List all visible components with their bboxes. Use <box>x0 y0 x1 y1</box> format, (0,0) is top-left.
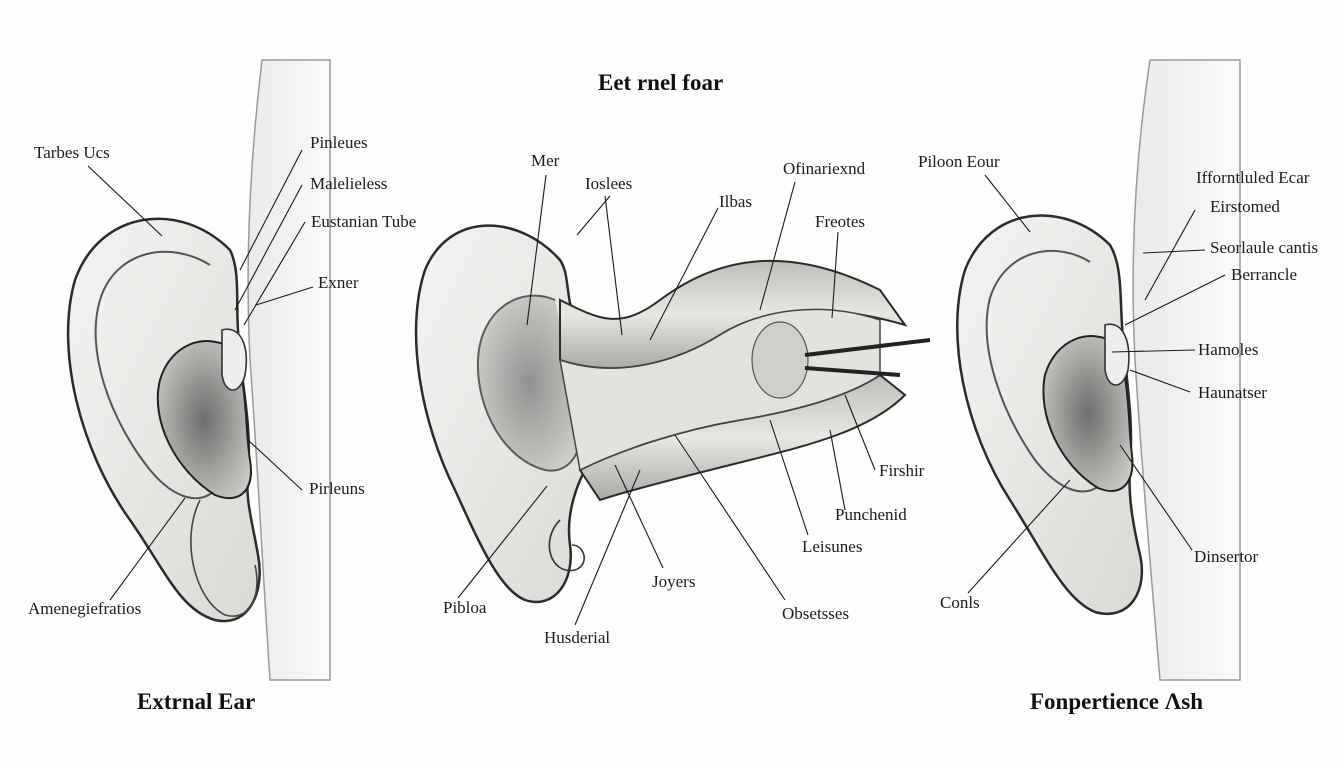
left-neck <box>247 59 331 681</box>
leader-lines <box>87 149 1226 626</box>
center-label-h: Leisunes <box>802 537 863 556</box>
right-label-d: Seorlaule cantis <box>1210 238 1319 257</box>
center-label-i: Joyers <box>652 572 696 591</box>
right-neck <box>1132 59 1241 681</box>
left-label-e: Exner <box>318 273 359 292</box>
right-label-h: Dinsertor <box>1194 547 1259 566</box>
center-label-f: Firshir <box>879 461 925 480</box>
left-lobe <box>190 499 258 617</box>
caption-left: Extrnal Ear <box>137 689 256 714</box>
left-antihelix <box>94 250 216 500</box>
center-concha <box>476 294 582 472</box>
right-tragus <box>1104 323 1130 386</box>
right-label-c: Eirstomed <box>1210 197 1280 216</box>
center-label-c: Ilbas <box>719 192 753 211</box>
right-label-a: Piloon Eour <box>918 152 1000 171</box>
right-label-f: Hamoles <box>1198 340 1259 359</box>
center-ear-drawing <box>414 224 931 604</box>
diagram-title: Eet rnel foar <box>598 70 724 95</box>
center-label-j: Obsetsses <box>782 604 850 623</box>
right-ear-drawing <box>956 59 1241 681</box>
left-label-b: Pinleues <box>310 133 368 152</box>
caption-right: Fonpertience Λsh <box>1030 689 1203 714</box>
center-lobe-spiral <box>548 519 585 572</box>
center-label-l: Pibloa <box>443 598 487 617</box>
left-label-c: Malelieless <box>310 174 388 193</box>
center-label-g: Punchenid <box>835 505 907 524</box>
right-label-e: Berrancle <box>1231 265 1298 284</box>
center-label-a: Mer <box>531 151 560 170</box>
center-probe-b <box>804 366 901 377</box>
left-label-a: Tarbes Ucs <box>34 143 110 162</box>
right-label-i: Conls <box>940 593 980 612</box>
center-label-k: Husderial <box>544 628 611 647</box>
center-label-d: Ofinariexnd <box>783 159 866 178</box>
center-eardrum <box>751 321 809 399</box>
center-label-b: Ioslees <box>585 174 633 193</box>
left-tragus <box>221 328 247 391</box>
left-label-d: Eustanian Tube <box>311 212 417 231</box>
right-label-b: Ifforntluled Ecar <box>1196 168 1310 187</box>
center-label-e: Freotes <box>815 212 866 231</box>
right-label-g: Haunatser <box>1198 383 1267 402</box>
left-label-g: Amenegiefratios <box>28 599 142 618</box>
center-probe-a <box>804 338 931 357</box>
left-label-f: Pirleuns <box>309 479 365 498</box>
